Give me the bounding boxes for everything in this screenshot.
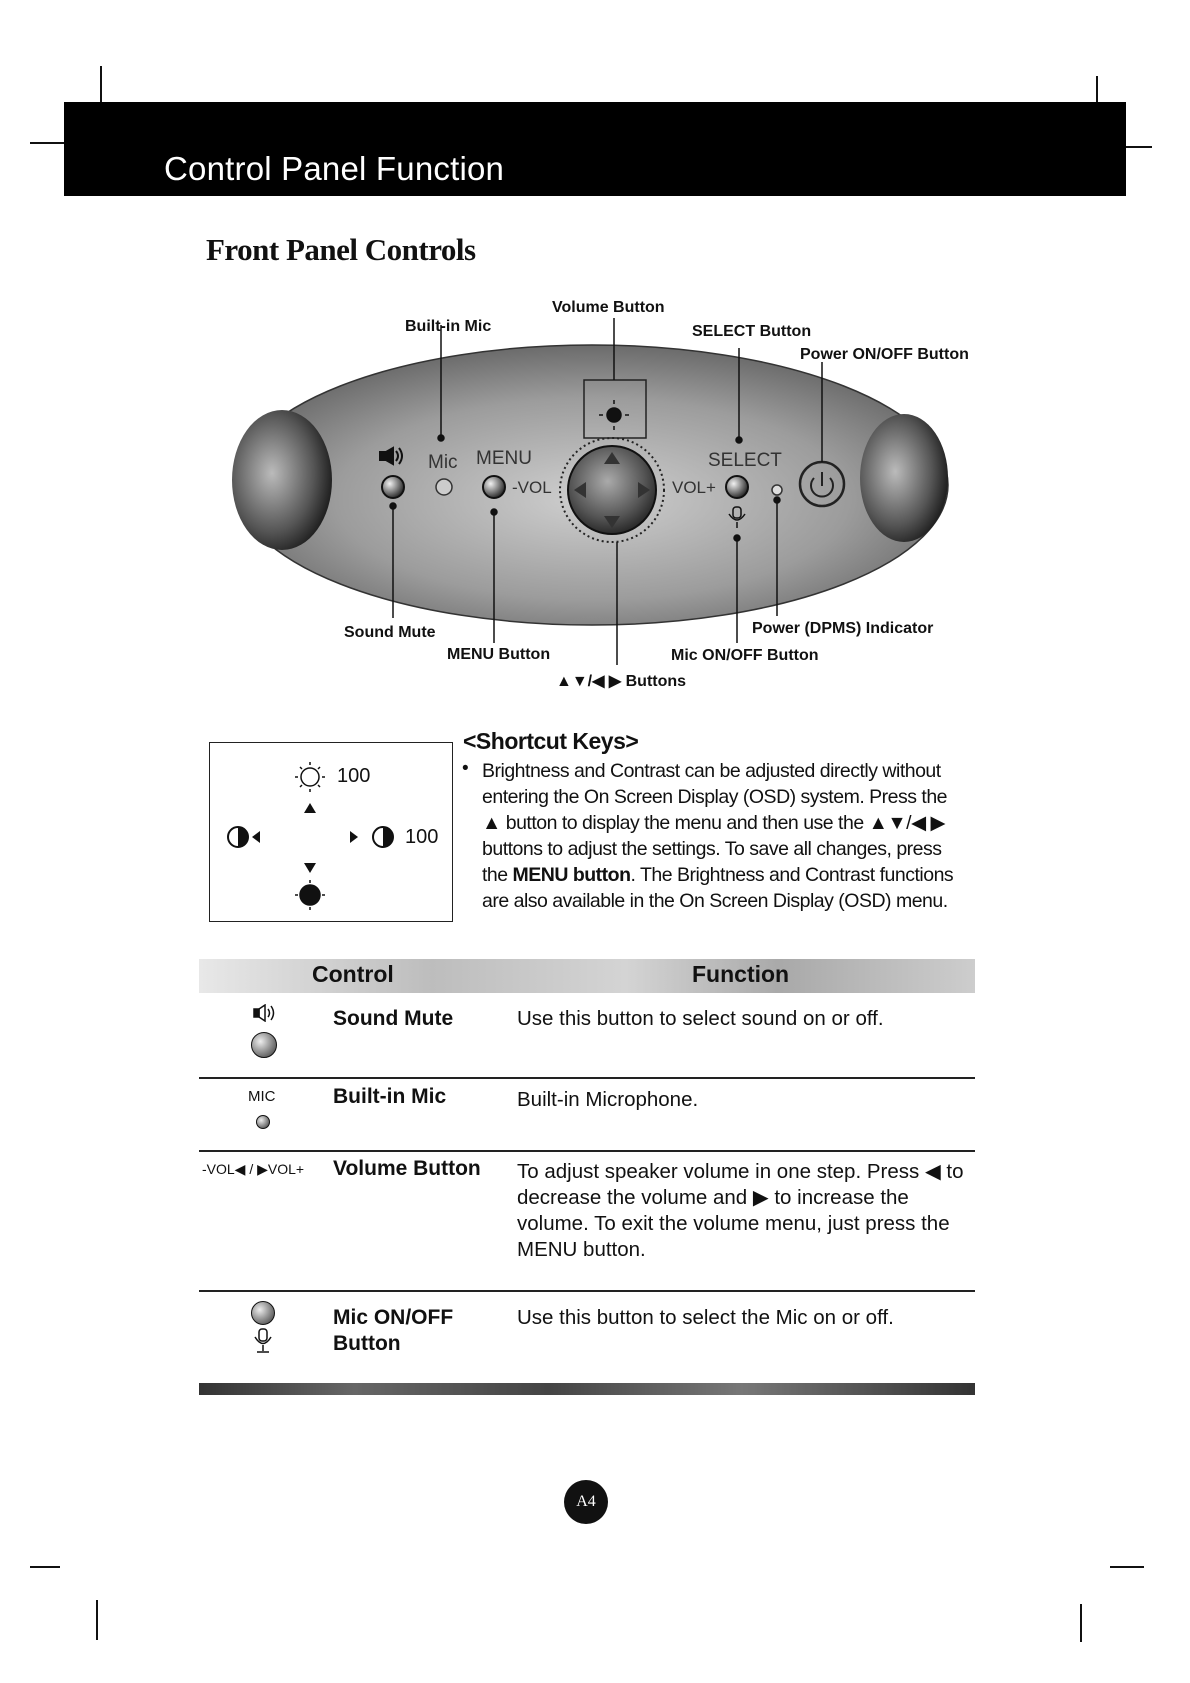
control-name: Mic ON/OFF Button [333,1305,453,1357]
function-text: Use this button to select sound on or of… [517,1007,884,1030]
callout-mic-onoff: Mic ON/OFF Button [671,647,819,664]
control-name: Built-in Mic [333,1085,447,1108]
left-arrow-icon [252,831,260,843]
brightness-low-icon [295,880,325,910]
callout-power-indicator: Power (DPMS) Indicator [752,620,934,637]
shortcut-text-part2: . The Brightness and Contrast functions … [482,864,954,912]
left-side-knob [232,410,332,550]
panel-label-select: SELECT [708,450,782,471]
callout-select-button: SELECT Button [692,323,812,340]
function-text: Use this button to select the Mic on or … [517,1306,894,1329]
page-number-badge: A4 [564,1480,608,1524]
mic-onoff-button-icon [251,1301,275,1325]
shortcut-keys-text: Brightness and Contrast can be adjusted … [482,758,968,914]
page-title: Control Panel Function [164,150,505,187]
contrast-value: 100 [405,826,439,848]
table-header-bar [199,959,975,993]
joystick-right-arrow [638,482,650,498]
shortcut-text-part1: Brightness and Contrast can be adjusted … [482,760,948,886]
row-divider [199,1150,975,1152]
crop-mark [1126,146,1152,148]
power-indicator-led [771,484,783,496]
brightness-value: 100 [337,765,371,787]
section-title: Front Panel Controls [206,232,476,267]
crop-mark [30,142,66,144]
callout-sound-mute: Sound Mute [344,624,436,641]
header-bar [64,102,1126,196]
right-arrow-icon [350,831,358,843]
joystick-left-arrow [574,482,586,498]
menu-button [482,475,506,499]
contrast-icon [227,826,249,848]
mic-onoff-button [725,475,749,499]
control-icon-label: -VOL◀ / ▶VOL+ [202,1161,305,1177]
right-side-knob [860,414,948,542]
joystick-down-arrow [604,516,620,528]
front-panel-diagram [232,318,949,665]
panel-label-vol-minus: -VOL [512,478,552,497]
control-name: Sound Mute [333,1007,454,1030]
control-name: Volume Button [333,1157,481,1180]
speaker-icon [379,446,403,466]
sound-mute-button [381,475,405,499]
brightness-icon-box [583,379,647,439]
crop-mark [100,66,102,106]
shortcut-keys-title: <Shortcut Keys> [463,728,639,754]
row-divider [199,1077,975,1079]
contrast-icon [372,826,394,848]
control-icon-label: MIC [248,1088,276,1105]
crop-mark [1080,1604,1082,1642]
joystick [567,445,657,535]
panel-label-mic: Mic [428,452,458,473]
table-bottom-bar [199,1383,975,1395]
callout-arrow-buttons: ▲▼/◀ ▶ Buttons [556,673,687,690]
speaker-icon [253,1004,275,1022]
crop-mark [96,1600,98,1640]
shortcut-text-bold: MENU button [512,864,631,886]
crop-mark [1110,1566,1144,1568]
table-header-function: Function [692,961,790,987]
callout-power-button: Power ON/OFF Button [800,346,969,363]
callout-volume-button: Volume Button [552,299,665,316]
mic-icon [728,506,746,528]
power-icon [810,472,834,498]
table-header-control: Control [312,961,394,987]
function-text: To adjust speaker volume in one step. Pr… [517,1160,964,1261]
control-name-line1: Mic ON/OFF [333,1306,454,1329]
callout-builtin-mic: Built-in Mic [405,318,492,335]
up-arrow-icon [304,803,316,813]
shortcut-diagram-box: 100 100 [209,742,453,922]
down-arrow-icon [304,863,316,873]
panel-label-vol-plus: VOL+ [672,478,716,497]
builtin-mic-hole [435,478,453,496]
mic-icon [254,1328,272,1353]
builtin-mic-icon [256,1115,270,1129]
brightness-icon [599,400,629,430]
joystick-up-arrow [604,452,620,464]
panel-label-menu: MENU [476,448,532,469]
crop-mark [1096,76,1098,110]
callout-menu-button: MENU Button [447,646,551,663]
joystick-ring [559,437,665,543]
crop-mark [30,1566,60,1568]
brightness-icon [295,762,325,792]
bullet-icon: • [462,758,469,779]
sound-mute-button-icon [251,1032,277,1058]
control-name-line2: Button [333,1332,401,1355]
row-divider [199,1290,975,1292]
function-text: Built-in Microphone. [517,1088,699,1111]
